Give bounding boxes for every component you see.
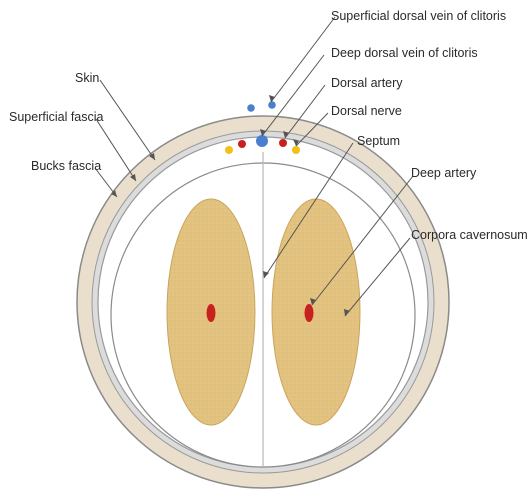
leader-dorsal-nerve — [295, 112, 329, 147]
superficial-dorsal-vein-right — [268, 101, 276, 109]
leader-superficial-fascia — [95, 118, 137, 182]
dorsal-nerve-right — [292, 146, 300, 154]
label-deep-dorsal-vein: Deep dorsal vein of clitoris — [331, 46, 478, 60]
dorsal-artery-left — [238, 140, 246, 148]
leader-deep-dorsal-vein — [261, 54, 325, 137]
superficial-dorsal-vein-left — [247, 104, 255, 112]
deep-artery-right — [304, 304, 314, 322]
leader-septum — [263, 142, 354, 279]
dorsal-nerve-left — [225, 146, 233, 154]
leader-arrowheads — [111, 95, 350, 316]
label-septum: Septum — [357, 134, 401, 148]
deep-dorsal-vein — [256, 135, 268, 147]
leader-deep-artery — [311, 175, 414, 306]
label-deep-artery: Deep artery — [411, 166, 477, 180]
leader-corpora-cavernosum — [344, 237, 411, 317]
leader-skin — [99, 79, 156, 161]
label-superficial-fascia: Superficial fascia — [9, 110, 104, 124]
label-dorsal-nerve: Dorsal nerve — [331, 104, 402, 118]
leader-superficial-dorsal-vein — [270, 16, 336, 103]
deep-artery-left — [206, 304, 216, 322]
label-dorsal-artery: Dorsal artery — [331, 76, 403, 90]
dorsal-artery-right — [279, 139, 287, 147]
leader-lines — [94, 16, 414, 317]
label-skin: Skin — [75, 71, 100, 85]
leader-dorsal-artery — [284, 84, 326, 139]
label-corpora-cavernosum: Corpora cavernosum — [411, 228, 528, 242]
label-bucks-fascia: Bucks fascia — [31, 159, 102, 173]
label-superficial-dorsal-vein: Superficial dorsal vein of clitoris — [331, 9, 507, 23]
